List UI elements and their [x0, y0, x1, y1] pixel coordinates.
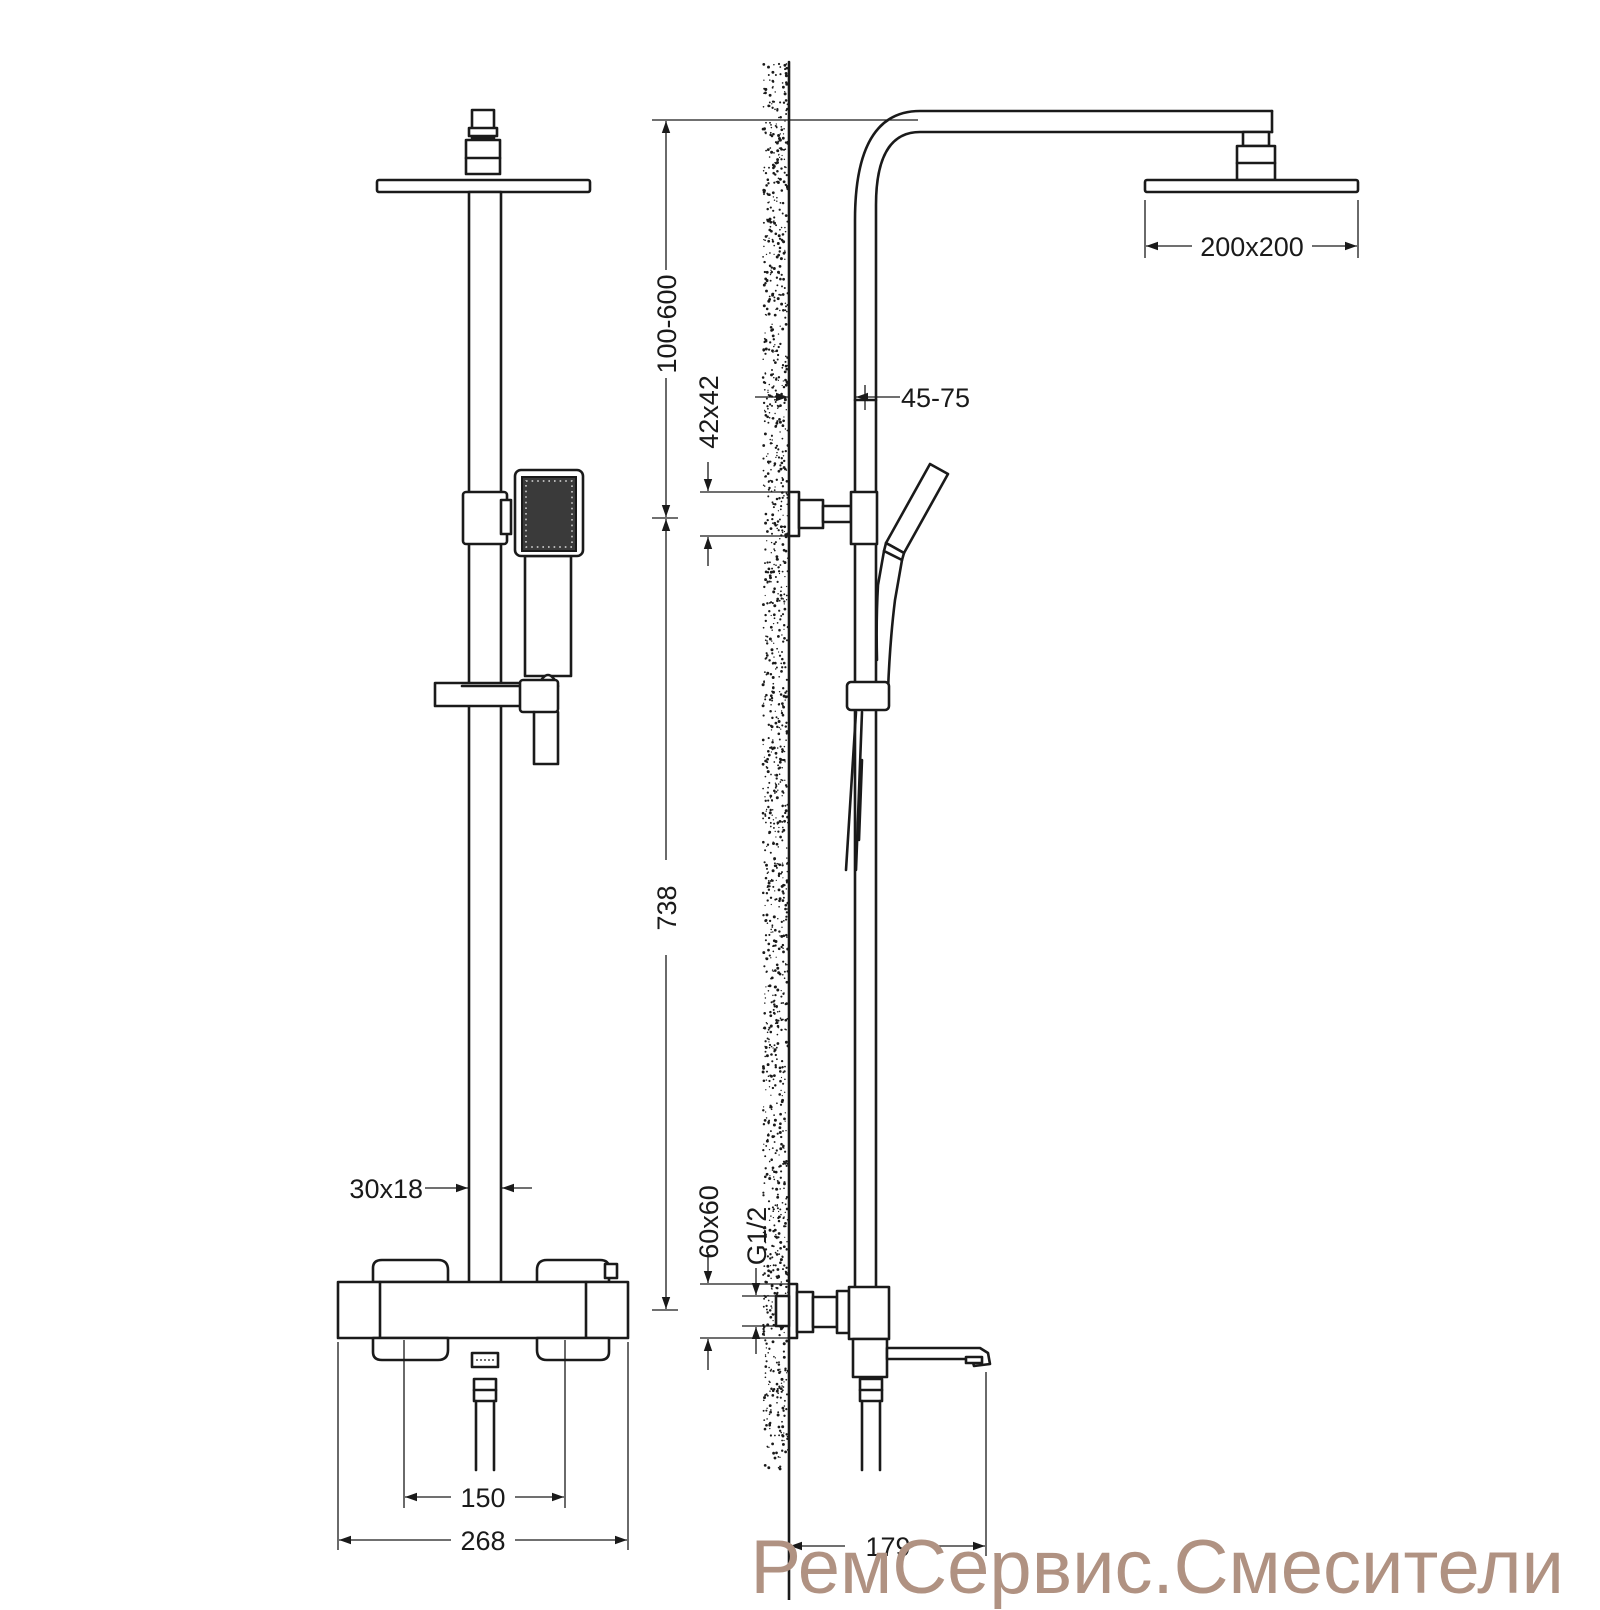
dim-head-size: 200x200 — [1144, 200, 1359, 262]
dim-spout-reach: 179 — [790, 1372, 987, 1562]
dim-thread: G1/2 — [742, 1207, 776, 1354]
dim-arm-length-label: 100-600 — [652, 274, 682, 373]
dim-mixer-block: 60x60 — [694, 1185, 798, 1370]
dim-spout-reach-label: 179 — [865, 1532, 910, 1562]
dim-rail-profile: 30x18 — [349, 1174, 532, 1204]
dim-wall-clearance: 45-75 — [755, 383, 970, 413]
dim-thread-label: G1/2 — [742, 1207, 772, 1266]
dim-inlet-spacing-label: 150 — [460, 1483, 505, 1513]
front-slider-bracket — [433, 678, 560, 766]
dim-wall-clearance-label: 45-75 — [901, 383, 970, 413]
front-view: 30x18 150 268 — [336, 108, 630, 1556]
dim-head-size-label: 200x200 — [1200, 232, 1304, 262]
side-slider — [844, 680, 891, 872]
wall-section — [761, 60, 791, 1600]
side-view: 100-600 738 42x42 45-75 200x200 — [652, 60, 1360, 1600]
front-head-shower — [375, 108, 592, 194]
dim-mixer-block-label: 60x60 — [694, 1185, 724, 1259]
dim-mixer-width-label: 268 — [460, 1526, 505, 1556]
side-mixer — [774, 1282, 992, 1472]
side-upper-holder — [787, 490, 879, 546]
front-upper-holder — [461, 490, 513, 546]
dim-inlet-spacing: 150 — [403, 1340, 566, 1513]
dim-holder-size: 42x42 — [694, 375, 798, 566]
front-mixer — [336, 1258, 630, 1472]
dim-vertical-main: 100-600 738 — [652, 119, 918, 1311]
watermark: РемСервис.Смесители — [750, 1525, 1564, 1610]
side-head-shower — [1143, 130, 1360, 194]
side-riser — [853, 109, 1274, 1292]
dim-mixer-width: 268 — [337, 1342, 629, 1556]
front-rail — [467, 190, 503, 1294]
dim-bar-height-label: 738 — [652, 885, 682, 930]
side-hand-shower — [875, 462, 950, 692]
dim-holder-size-label: 42x42 — [694, 375, 724, 449]
front-hand-shower — [513, 468, 585, 688]
dim-rail-profile-label: 30x18 — [349, 1174, 423, 1204]
